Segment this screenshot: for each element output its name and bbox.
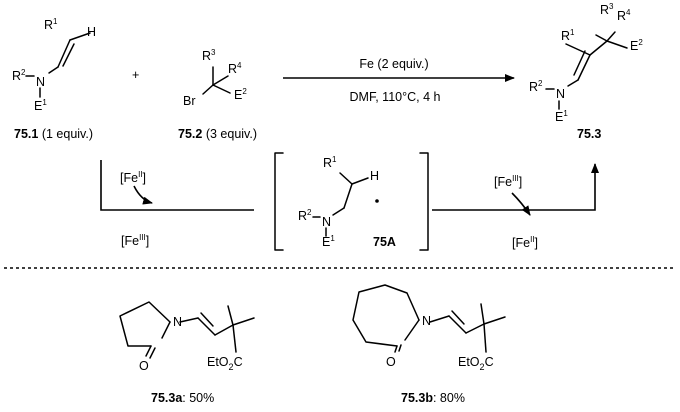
e1-label: E1 [34,98,47,113]
n-label: N [36,75,45,89]
left-cycle: [FeII] [FeIII] [100,160,254,248]
r4-label: R4 [228,61,242,76]
o-label: O [386,355,396,369]
r1-label: R1 [561,28,575,43]
intermediate-75a: R1 H R2 N E1 75A [274,152,429,251]
n-label: N [556,87,565,101]
r4-label: R4 [617,8,631,23]
br-label: Br [183,94,196,108]
h-label: H [370,169,379,183]
plus-sign: + [132,68,139,82]
n-label: N [322,215,331,229]
compound-id-75-3: 75.3 [577,127,601,141]
r2-label: R2 [298,208,312,223]
compound-id-75-3b: 75.3b: 80% [401,391,465,405]
ester-label: EtO2C [207,355,243,372]
reagent-condition: Fe (2 equiv.) [359,57,428,71]
example-75-3b: N O EtO2C 75.3b: 80% [352,284,506,405]
compound-id-75-1: 75.1 (1 equiv.) [14,127,93,141]
compound-id-75a: 75A [373,235,396,249]
fe-ii-label: [FeII] [120,170,146,185]
o-label: O [139,359,149,373]
n-label: N [422,314,431,328]
right-cycle: [FeIII] [FeII] [432,163,599,250]
reactant-75-2: R3 R4 Br E2 75.2 (3 equiv.) [178,48,257,141]
radical-dot [375,199,379,203]
e1-label: E1 [322,234,335,249]
solvent-temp-time-condition: DMF, 110°C, 4 h [350,90,441,104]
fe-iii-label: [FeIII] [494,174,522,189]
r3-label: R3 [600,2,614,17]
r3-label: R3 [202,48,216,63]
fe-ii-label: [FeII] [512,235,538,250]
example-75-3a: N O EtO2C 75.3a: 50% [119,301,255,405]
r2-label: R2 [12,68,26,83]
e1-label: E1 [555,109,568,124]
fe-iii-label: [FeIII] [121,233,149,248]
h-label: H [87,25,96,39]
r2-label: R2 [529,79,543,94]
compound-id-75-2: 75.2 (3 equiv.) [178,127,257,141]
n-label: N [173,315,182,329]
r1-label: R1 [323,155,337,170]
r1-label: R1 [44,17,58,32]
e2-label: E2 [234,87,247,102]
compound-id-75-3a: 75.3a: 50% [151,391,214,405]
product-75-3: R3 R4 R1 E2 R2 N E1 75.3 [529,2,643,141]
ester-label: EtO2C [458,355,494,372]
reactant-75-1: R1 H R2 N E1 75.1 (1 equiv.) [12,17,96,141]
e2-label: E2 [630,38,643,53]
